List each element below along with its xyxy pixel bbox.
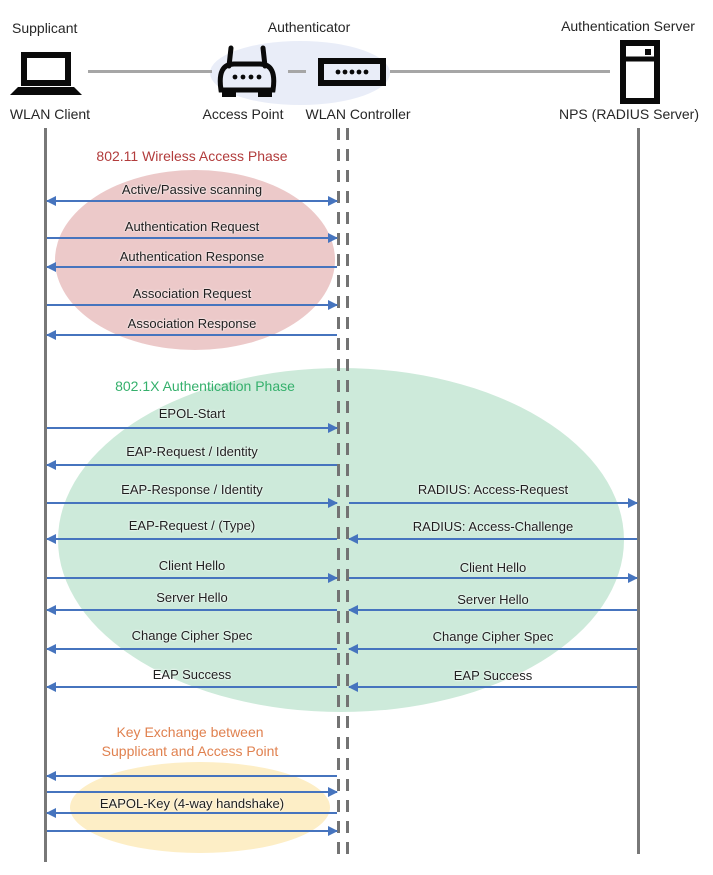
message-arrow [47,826,338,836]
message-label: Active/Passive scanning [121,182,263,197]
phase2-ellipse [58,368,624,712]
authentication-server-title: Authentication Server [561,18,695,34]
message-label: Authentication Request [124,219,260,234]
message-arrow [348,605,637,615]
message-arrow [349,498,638,508]
message-label: Client Hello [459,560,527,575]
message-arrow [47,573,338,583]
arrowhead-left-icon [46,682,56,692]
arrowhead-right-icon [328,826,338,836]
arrowhead-left-icon [348,605,358,615]
arrowhead-left-icon [348,534,358,544]
message-label: RADIUS: Access-Request [417,482,569,497]
laptop-icon [8,52,84,101]
connector-controller-server [390,70,610,73]
message-arrow [47,787,338,797]
message-label: EAPOL-Key (4-way handshake) [99,796,285,811]
phase1-title: 802.11 Wireless Access Phase [96,148,288,164]
lifeline-wlan-controller-dash-1 [337,128,340,855]
message-arrow [47,233,338,243]
arrowhead-right-icon [628,498,638,508]
message-arrow [47,498,338,508]
message-label: EAP Success [453,668,533,683]
message-arrow [46,682,337,692]
arrowhead-left-icon [46,460,56,470]
arrowhead-left-icon [46,605,56,615]
message-label: Association Request [132,286,252,301]
message-arrow [46,534,337,544]
message-arrow [348,644,637,654]
message-label: EAP-Request / Identity [126,444,258,459]
arrowhead-left-icon [46,808,56,818]
message-label: Association Response [127,316,257,331]
message-arrow [46,330,337,340]
message-arrow [46,460,337,470]
phase3-ellipse [70,762,330,853]
authenticator-title: Authenticator [267,19,351,35]
phase3-title-line1: Key Exchange between [116,724,264,740]
message-arrow [349,573,638,583]
message-arrow [47,423,338,433]
message-label: Change Cipher Spec [432,629,554,644]
arrowhead-left-icon [46,534,56,544]
message-label: EPOL-Start [158,406,226,421]
message-arrow [46,196,338,206]
message-label: Authentication Response [119,249,265,264]
lifeline-wlan-controller-dash-2 [346,128,349,855]
connector-client-ap [88,70,212,73]
access-point-icon [214,44,280,105]
message-label: EAP Success [152,667,232,682]
arrowhead-right-icon [328,787,338,797]
message-arrow [46,605,337,615]
connector-ap-controller [288,70,306,73]
phase3-title-line2: Supplicant and Access Point [101,743,279,759]
message-label: Client Hello [158,558,226,573]
message-label: EAP-Request / (Type) [128,518,256,533]
message-label: EAP-Response / Identity [121,482,263,497]
message-arrow [46,771,337,781]
arrowhead-right-icon [328,423,338,433]
arrowhead-right-icon [628,573,638,583]
message-label: Server Hello [457,592,529,607]
message-arrow [348,682,637,692]
wlan-controller-icon [318,58,386,91]
arrowhead-left-icon [46,196,56,206]
arrowhead-right-icon [328,300,338,310]
arrowhead-left-icon [348,644,358,654]
lifeline-wlan-client [44,128,47,862]
nps-radius-server-label: NPS (RADIUS Server) [558,106,700,122]
arrowhead-left-icon [46,262,56,272]
phase3-title: Key Exchange between Supplicant and Acce… [45,723,335,761]
arrowhead-right-icon [328,233,338,243]
supplicant-title: Supplicant [12,20,78,36]
arrowhead-left-icon [46,771,56,781]
message-arrow [46,644,337,654]
arrowhead-left-icon [46,330,56,340]
access-point-label: Access Point [202,106,284,122]
message-arrow [46,262,337,272]
arrowhead-left-icon [46,644,56,654]
arrowhead-left-icon [348,682,358,692]
lifeline-radius-server [637,128,640,854]
phase2-title: 802.1X Authentication Phase [115,378,295,394]
message-label: RADIUS: Access-Challenge [412,519,574,534]
server-icon [620,40,660,109]
message-label: Server Hello [156,590,228,605]
message-arrow [46,808,337,818]
arrowhead-right-icon [328,196,338,206]
message-arrow [348,534,637,544]
message-label: Change Cipher Spec [131,628,253,643]
arrowhead-right-icon [328,573,338,583]
arrowhead-right-icon [328,498,338,508]
wlan-client-label: WLAN Client [9,106,91,122]
wlan-controller-label: WLAN Controller [305,106,411,122]
message-arrow [47,300,338,310]
